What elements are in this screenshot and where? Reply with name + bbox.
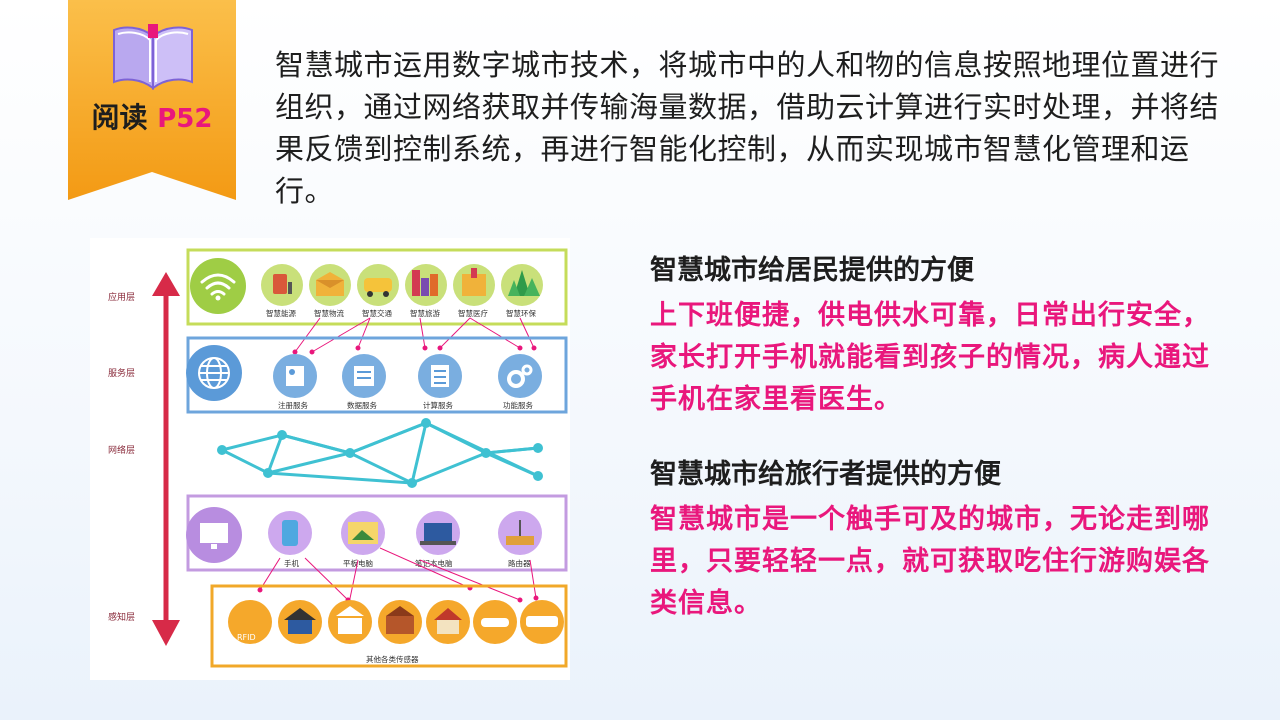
reading-badge: 阅读 P52 (68, 0, 236, 200)
residents-body: 上下班便捷，供电供水可靠，日常出行安全，家长打开手机就能看到孩子的情况，病人通过… (650, 300, 1210, 415)
app-service-connectors (292, 317, 537, 355)
gear-icon (498, 354, 542, 398)
globe-icon (198, 357, 230, 389)
rfid-icon (228, 600, 272, 644)
sensor-layer-box (210, 584, 568, 668)
book-icon (113, 24, 193, 91)
wifi-node (190, 258, 246, 314)
badge-word: 阅读 (91, 101, 148, 134)
service-caption-function: 功能服务 (503, 400, 533, 410)
rfid-label: RFID (237, 633, 256, 642)
badge-page: P52 (157, 104, 213, 134)
layer-label-application: 应用层 (108, 291, 135, 303)
wifi-icon (200, 273, 236, 296)
residents-section: 智慧城市给居民提供的方便 上下班便捷，供电供水可靠，日常出行安全，家长打开手机就… (650, 248, 1210, 421)
arrow-down-icon (152, 620, 180, 646)
travelers-body: 智慧城市是一个触手可及的城市，无论走到哪里，只要轻轻一点，就可获取吃住行游购娱各… (650, 504, 1210, 619)
travelers-title: 智慧城市给旅行者提供的方便 (650, 459, 1001, 490)
app-caption-environment: 智慧环保 (506, 308, 536, 318)
layer-label-perception: 感知层 (108, 611, 135, 623)
device-sensor-connectors (257, 547, 539, 611)
service-caption-compute: 计算服务 (423, 400, 453, 410)
device-caption-router: 路由器 (508, 558, 531, 568)
smart-city-architecture-diagram: 应用层 服务层 网络层 感知层 智慧能源 智慧物流 智慧交通 智慧旅游 智慧医疗… (90, 238, 570, 680)
travelers-section: 智慧城市给旅行者提供的方便 智慧城市是一个触手可及的城市，无论走到哪里，只要轻轻… (650, 452, 1210, 625)
device-caption-tablet: 平板电脑 (343, 558, 373, 568)
application-layer-box (186, 248, 568, 326)
badge-label: 阅读 P52 (68, 96, 236, 136)
app-caption-tourism: 智慧旅游 (410, 308, 440, 318)
app-caption-energy: 智慧能源 (266, 308, 296, 318)
sensors-caption: 其他各类传感器 (366, 654, 419, 664)
app-caption-medical: 智慧医疗 (458, 308, 488, 318)
device-caption-phone: 手机 (284, 558, 299, 568)
intro-paragraph: 智慧城市运用数字城市技术，将城市中的人和物的信息按照地理位置进行组织，通过网络获… (275, 48, 1220, 208)
app-caption-logistics: 智慧物流 (314, 308, 344, 318)
network-mesh (221, 421, 539, 485)
device-caption-laptop: 笔记本电脑 (415, 558, 453, 568)
service-caption-register: 注册服务 (278, 400, 308, 410)
residents-title: 智慧城市给居民提供的方便 (650, 255, 974, 286)
sensor-icons: RFID (228, 600, 564, 644)
arrow-up-icon (152, 272, 180, 296)
app-caption-traffic: 智慧交通 (362, 308, 392, 318)
monitor-icon (200, 523, 228, 543)
layer-label-network: 网络层 (108, 444, 135, 456)
architecture-svg: 应用层 服务层 网络层 感知层 智慧能源 智慧物流 智慧交通 智慧旅游 智慧医疗… (108, 248, 568, 668)
ribbon-shape (68, 0, 236, 200)
device-icons (268, 511, 542, 555)
network-nodes (217, 418, 543, 488)
app-icons (261, 264, 543, 306)
layer-label-service: 服务层 (108, 367, 135, 379)
service-caption-data: 数据服务 (347, 400, 377, 410)
service-icons (273, 354, 542, 398)
